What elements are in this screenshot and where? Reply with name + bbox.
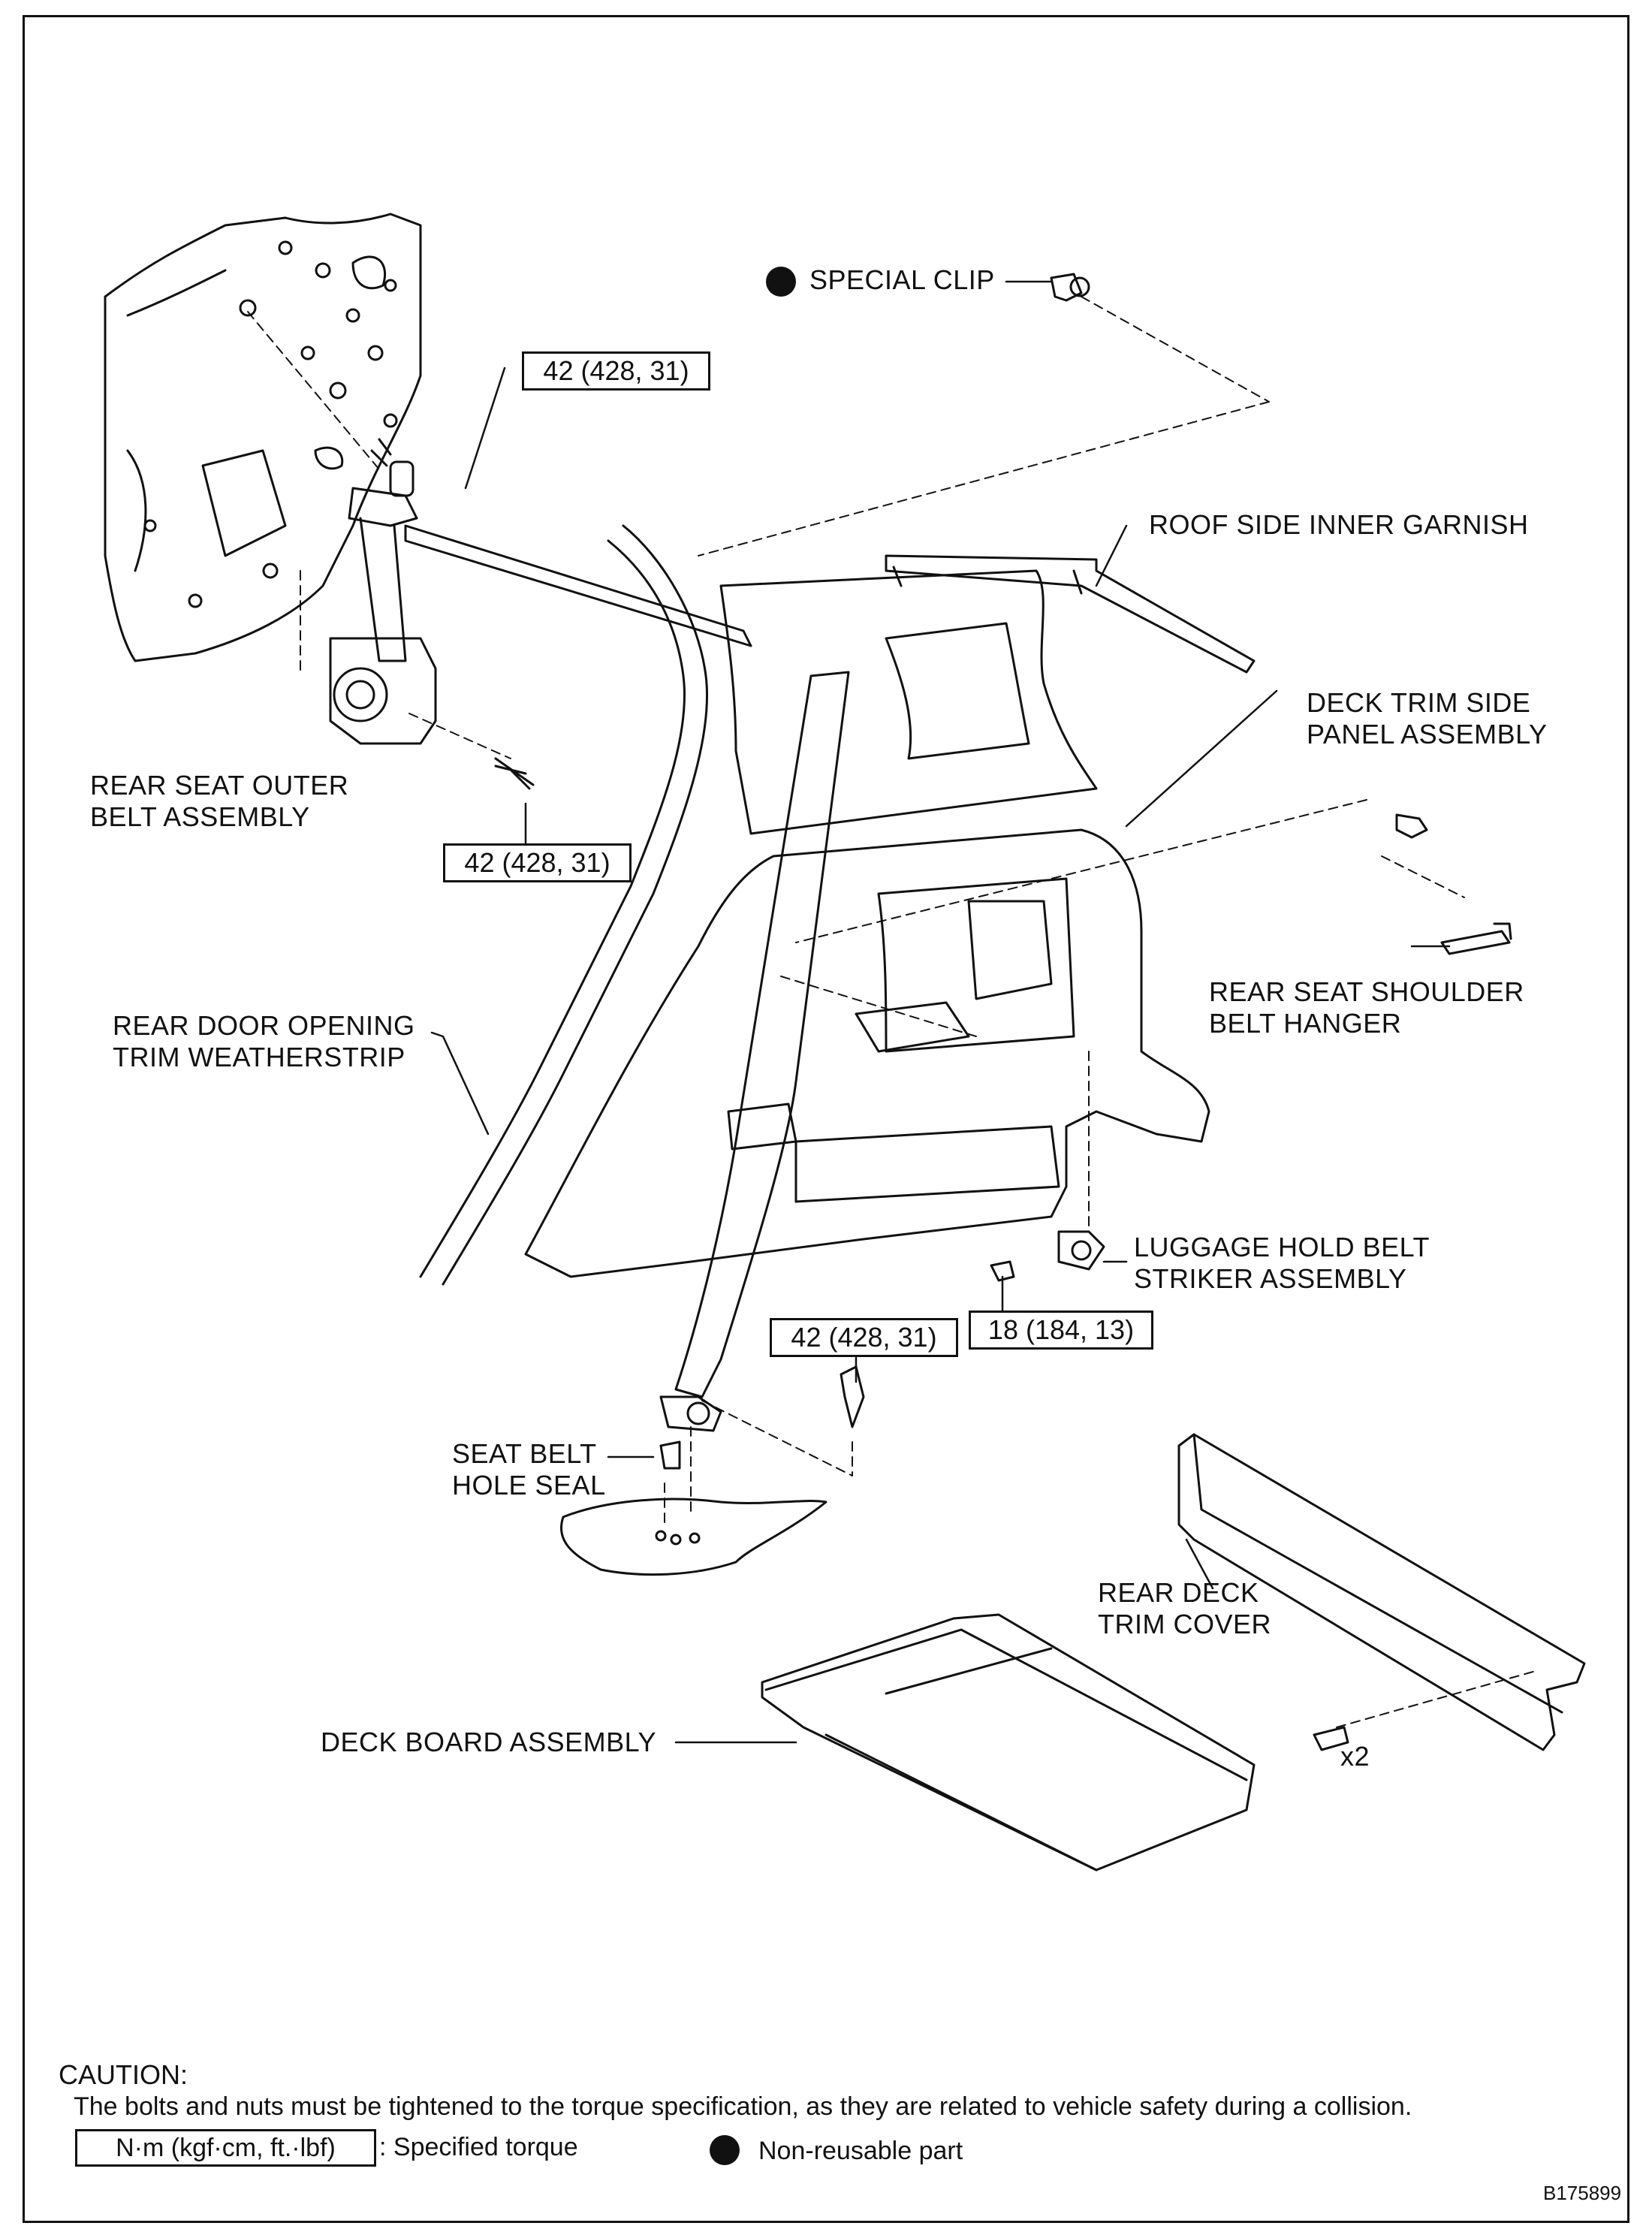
striker-drawing [1057,1230,1105,1271]
label-rear-deck-trim-cover: REAR DECK TRIM COVER [1098,1577,1272,1639]
alignment-guides [247,296,1536,1728]
lower-belt-webbing-drawing [659,671,850,1432]
label-deck-trim-side-panel: DECK TRIM SIDE PANEL ASSEMBLY [1307,687,1548,750]
torque-striker-bolt: 18 (184, 13) [969,1311,1153,1350]
label-deck-board-assembly: DECK BOARD ASSEMBLY [321,1727,656,1757]
upper-side-panel-drawing [719,569,1098,835]
weatherstrip-drawing [419,524,709,1286]
label-special-clip: SPECIAL CLIP [809,264,995,295]
rear-deck-trim-cover-drawing [1177,1433,1586,1751]
torque-legend-box: N·m (kgf·cm, ft.·lbf) [75,2129,376,2167]
label-rear-door-opening-weatherstrip: REAR DOOR OPENING TRIM WEATHERSTRIP [113,1010,415,1072]
label-rear-seat-shoulder-belt-hanger: REAR SEAT SHOULDER BELT HANGER [1209,976,1524,1039]
label-roof-side-inner-garnish: ROOF SIDE INNER GARNISH [1149,509,1529,540]
label-quantity-x2: x2 [1340,1741,1370,1772]
label-luggage-hold-belt-striker: LUGGAGE HOLD BELT STRIKER ASSEMBLY [1134,1232,1430,1294]
figure-id: B175899 [1543,2182,1622,2204]
torque-floor-anchor: 42 (428, 31) [770,1318,958,1357]
caution-title: CAUTION: [59,2059,188,2090]
body-panel-drawing [104,213,422,662]
nonreusable-marker-icon [766,267,796,297]
label-seat-belt-hole-seal: SEAT BELT HOLE SEAL [452,1438,606,1501]
diagram-frame [23,15,1629,2223]
torque-legend-text: : Specified torque [379,2133,578,2161]
nonreusable-legend-icon [710,2135,740,2165]
roof-side-inner-garnish-drawing [885,554,1256,674]
deck-trim-side-panel-drawing [524,828,1210,1278]
leader-lines [430,280,1451,1744]
caution-text: The bolts and nuts must be tightened to … [74,2092,1412,2121]
nonreusable-legend-text: Non-reusable part [758,2137,963,2165]
shoulder-belt-hanger-drawing [1440,922,1512,955]
label-rear-seat-outer-belt: REAR SEAT OUTER BELT ASSEMBLY [90,770,349,832]
floor-section-drawing [559,1498,828,1576]
deck-board-drawing [761,1613,1256,1872]
torque-upper-anchor: 42 (428, 31) [522,351,710,391]
rear-seat-outer-belt-drawing [329,438,752,790]
torque-retractor-bolt: 42 (428, 31) [443,843,632,882]
bolts-drawing [659,273,1428,1751]
